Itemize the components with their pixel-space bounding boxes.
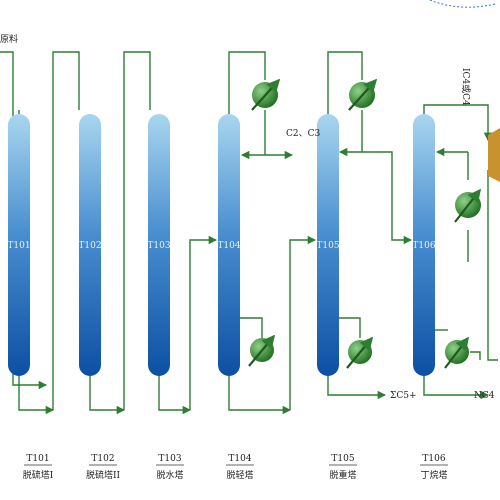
pipe-t104-bottom [228, 376, 292, 415]
pipe-t102-bottom [89, 376, 126, 415]
pipe-ic4 [487, 170, 498, 361]
reflux-drum-icon [488, 128, 500, 182]
column-t103: T103 [147, 114, 171, 376]
column-t102-id: T102 [78, 241, 101, 251]
footer-t106-name: 丁烷塔 [420, 469, 447, 481]
column-t101: T101 [7, 114, 31, 376]
column-t106: T106 [412, 114, 436, 376]
footer-t102-id: T102 [91, 454, 114, 464]
pipe-t105-reboiler-in [339, 317, 361, 338]
pipe-t106-overhead [423, 104, 493, 142]
column-t106-id: T106 [412, 241, 435, 251]
pipe-t103-bottom [158, 376, 192, 415]
footer-t103-id: T103 [158, 454, 181, 464]
footer-t103: T103 脱水塔 [156, 454, 184, 481]
pipe-t105-overhead [327, 51, 363, 114]
footer-t103-name: 脱水塔 [156, 469, 183, 481]
footer-t105-name: 脱重塔 [329, 469, 356, 481]
pipe-to-t102 [52, 51, 80, 410]
column-t105: T105 [316, 114, 340, 376]
pipe-to-t103 [123, 51, 151, 410]
feed-label: 原料 [0, 33, 18, 45]
column-t105-id: T105 [316, 241, 339, 251]
pipe-nc4 [423, 376, 490, 400]
pipe-t104-reflux [240, 110, 266, 160]
pipe-heavy [327, 376, 387, 400]
pipe-to-t106 [362, 151, 413, 245]
t106-reboiler-icon [444, 336, 470, 369]
pipe-t106-reboiler-out [470, 351, 481, 360]
footer-t104-name: 脱轻塔 [226, 469, 253, 481]
column-t103-id: T103 [147, 241, 170, 251]
footer-t106: T106 丁烷塔 [420, 454, 448, 481]
stream-nc4-label: NC4 [474, 391, 495, 401]
pipe-t105-reflux [338, 110, 363, 157]
t105-condenser-icon [348, 78, 378, 111]
footer-t105-id: T105 [331, 454, 354, 464]
footer-t104: T104 脱轻塔 [226, 454, 254, 481]
column-t104: T104 [217, 114, 241, 376]
footer-t106-id: T106 [422, 454, 445, 464]
pipe-t104-overhead [228, 51, 266, 114]
t104-condenser-icon [251, 78, 281, 111]
stream-ic4-label: IC4或C4 [460, 68, 472, 106]
t104-reboiler-icon [248, 334, 276, 367]
footer-t105: T105 脱重塔 [329, 454, 357, 481]
column-t104-id: T104 [217, 241, 240, 251]
column-t102: T102 [78, 114, 102, 376]
footer-t101-name: 脱硫塔I [23, 469, 54, 481]
footer-t101-id: T101 [26, 454, 49, 464]
pipe-to-t105 [289, 235, 317, 410]
stream-c2c3-label: C2、C3 [286, 129, 320, 139]
pipe-to-t104 [189, 235, 218, 410]
decorative-arc [429, 0, 496, 8]
footer-t101: T101 脱硫塔I [23, 454, 54, 481]
column-t101-id: T101 [7, 241, 30, 251]
footer-t104-id: T104 [228, 454, 251, 464]
stream-heavy-label: ΣC5+ [390, 391, 417, 401]
pipe-t104-reboiler-in [240, 317, 263, 338]
pipe-t101-bottom [18, 376, 55, 415]
t105-reboiler-icon [346, 336, 374, 369]
footer-t102: T102 脱硫塔II [86, 454, 121, 481]
t106-condenser-icon [454, 188, 482, 223]
footer-t102-name: 脱硫塔II [86, 469, 121, 481]
